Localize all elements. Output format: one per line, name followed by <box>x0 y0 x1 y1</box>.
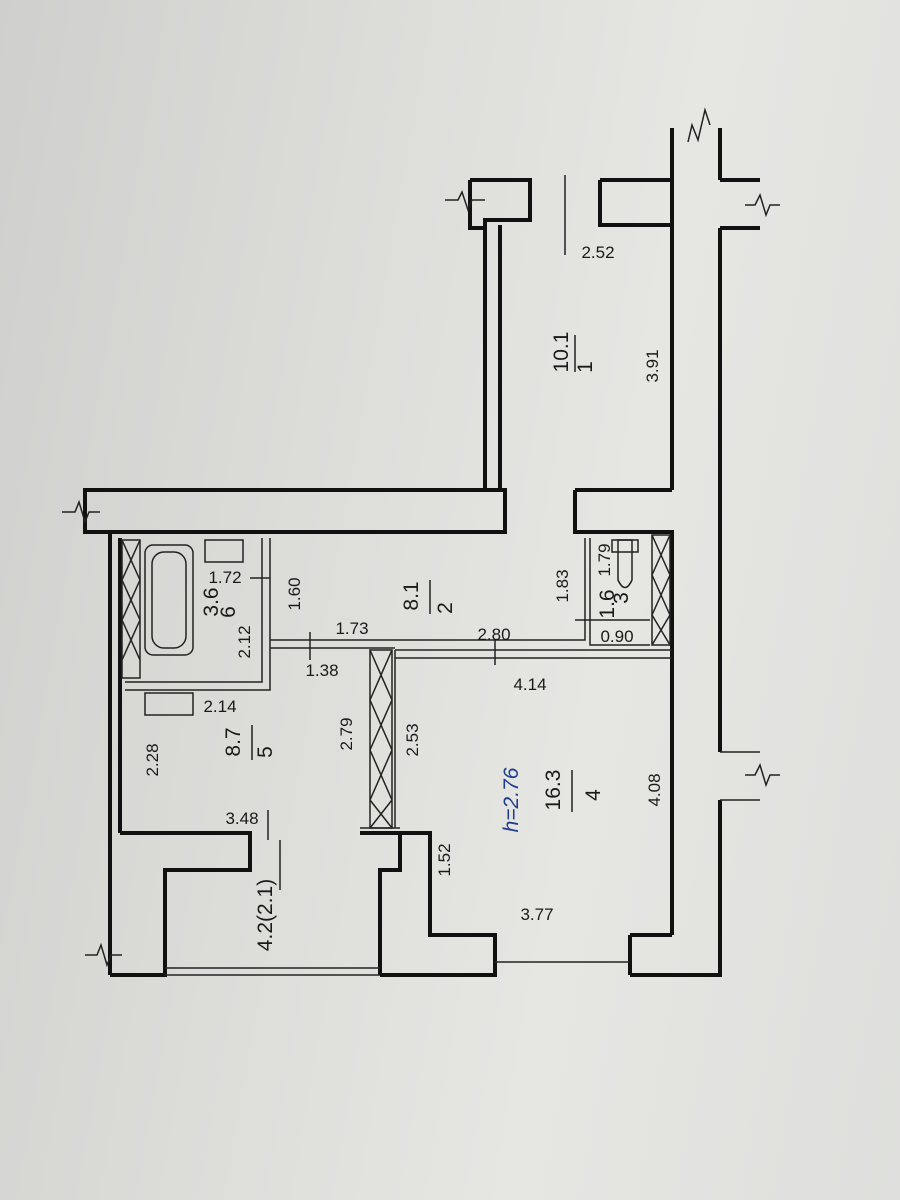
dimension-lines <box>250 175 650 890</box>
room-5-dim-2.79: 2.79 <box>337 717 356 750</box>
room-4-dim-3.77: 3.77 <box>520 905 553 924</box>
room-4-dim-4.14: 4.14 <box>513 675 546 694</box>
room-6-dim-1.72: 1.72 <box>208 568 241 587</box>
room-3-area: 1.6 <box>596 589 619 618</box>
partitions <box>121 534 672 829</box>
walls <box>83 128 760 977</box>
room-4-number: 4 <box>582 789 605 801</box>
room-6-dim-2.12: 2.12 <box>235 625 254 658</box>
room-3-number: 3 <box>610 592 633 604</box>
room-1-number: 1 <box>574 361 597 373</box>
room-6-area: 3.6 <box>200 587 223 616</box>
room-6-number: 6 <box>217 606 240 618</box>
cistern-icon <box>611 539 639 553</box>
room-2-dim-2.80: 2.80 <box>477 625 510 644</box>
room-1-area: 10.1 <box>550 332 573 373</box>
room-4-area: 16.3 <box>542 770 565 811</box>
bathtub-inner-icon <box>151 551 187 649</box>
room-5-dim-2.28: 2.28 <box>143 743 162 776</box>
sink-icon <box>204 539 244 563</box>
room-1-width: 2.52 <box>581 243 614 262</box>
room-4-dim-1.52: 1.52 <box>435 843 454 876</box>
room-4-dim-4.08: 4.08 <box>645 773 664 806</box>
balcony-area: 4.2(2.1) <box>254 879 277 951</box>
bathtub-icon <box>144 544 194 656</box>
room-4-dim-2.53: 2.53 <box>403 723 422 756</box>
fixtures <box>144 539 639 716</box>
room-2-dim-1.60: 1.60 <box>285 577 304 610</box>
room-2-dim-1.83: 1.83 <box>553 569 572 602</box>
ceiling-height: h=2.76 <box>500 767 523 832</box>
room-5-dim-3.48: 3.48 <box>225 809 258 828</box>
room-5-dim-1.38: 1.38 <box>305 661 338 680</box>
room-1-length: 3.91 <box>643 349 662 382</box>
room-3-dim-1.79: 1.79 <box>595 543 614 576</box>
room-3-dim-0.90: 0.90 <box>600 627 633 646</box>
break-symbols <box>62 107 780 968</box>
toilet-icon <box>617 539 633 589</box>
room-2-area: 8.1 <box>400 581 423 610</box>
room-5-number: 5 <box>254 746 277 758</box>
room-5-dim-2.14: 2.14 <box>203 697 236 716</box>
room-5-area: 8.7 <box>222 727 245 756</box>
room-2-dim-1.73: 1.73 <box>335 619 368 638</box>
room-2-number: 2 <box>434 602 457 614</box>
sink-icon <box>144 692 194 716</box>
